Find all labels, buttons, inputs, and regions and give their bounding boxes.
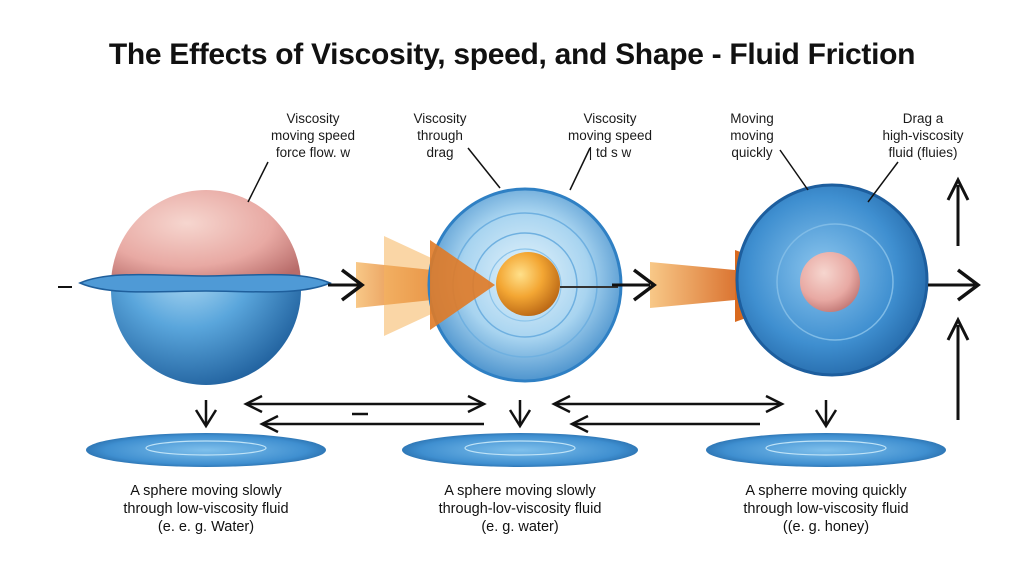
caption-2-line-1: A sphere moving slowly	[444, 483, 596, 499]
top-label-5-line-1: Drag a	[902, 111, 944, 126]
pool-2	[402, 433, 638, 467]
sphere-1-slow	[58, 190, 332, 385]
top-label-3-line-1: Viscosity	[583, 111, 637, 126]
caption-2-line-3: (e. g. water)	[481, 519, 559, 535]
top-label-1-line-3: force flow. w	[275, 145, 351, 160]
pool-3	[706, 433, 946, 467]
caption-1: A sphere moving slowly through low-visco…	[86, 482, 326, 536]
top-label-2: Viscosity through drag	[400, 110, 480, 161]
pool-1	[86, 433, 326, 467]
top-label-5-line-2: high-viscosity	[882, 128, 964, 143]
caption-2: A sphere moving slowly through-lov-visco…	[400, 482, 640, 536]
sphere-2	[427, 187, 623, 383]
orange-ball	[496, 252, 560, 316]
top-label-2-line-2: through	[417, 128, 463, 143]
caption-1-line-2: through low-viscosity fluid	[123, 501, 289, 517]
top-label-1-line-1: Viscosity	[286, 111, 340, 126]
top-label-3-line-3: | td s w	[588, 145, 632, 160]
caption-3-line-1: A spherre moving quickly	[745, 483, 907, 499]
top-label-2-line-3: drag	[426, 145, 454, 160]
top-label-5-line-3: fluid (fluies)	[888, 145, 958, 160]
horizontal-arrows	[243, 394, 785, 434]
caption-1-line-1: A sphere moving slowly	[130, 483, 282, 499]
sphere-1-top	[111, 190, 301, 285]
top-label-2-line-1: Viscosity	[413, 111, 467, 126]
top-label-4-line-3: quickly	[731, 145, 773, 160]
top-label-3-line-2: moving speed	[567, 128, 653, 143]
fluid-band	[78, 273, 332, 293]
top-label-4-line-1: Moving	[730, 111, 774, 126]
top-label-1-line-2: moving speed	[270, 128, 356, 143]
sphere-3-fast	[735, 176, 981, 420]
caption-3-line-3: ((e. g. honey)	[782, 519, 870, 535]
top-label-4-line-2: moving	[730, 128, 774, 143]
caption-3-line-2: through low-viscosity fluid	[743, 501, 909, 517]
caption-3: A spherre moving quickly through low-vis…	[706, 482, 946, 536]
top-label-3: Viscosity moving speed | td s w	[552, 110, 668, 161]
down-arrows	[194, 400, 838, 429]
page-title: The Effects of Viscosity, speed, and Sha…	[108, 38, 916, 71]
pink-ball	[800, 252, 860, 312]
flow-arrow-1	[328, 236, 440, 336]
caption-1-line-3: (e. e. g. Water)	[157, 519, 255, 535]
top-label-1: Viscosity moving speed force flow. w	[248, 110, 378, 161]
top-label-5: Drag a high-viscosity fluid (fluies)	[858, 110, 988, 161]
caption-2-line-2: through-lov-viscosity fluid	[438, 501, 602, 517]
label-leaders	[247, 147, 899, 203]
pools	[86, 433, 946, 467]
top-label-4: Moving moving quickly	[712, 110, 792, 161]
